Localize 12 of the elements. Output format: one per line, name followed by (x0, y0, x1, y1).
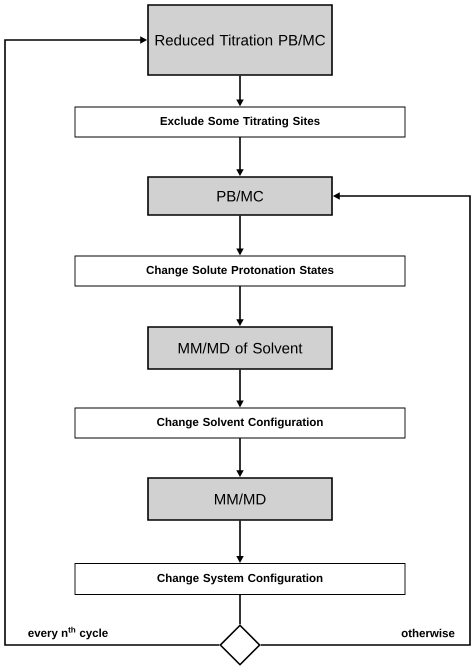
process-box: PB/MC (147, 176, 333, 216)
step-box: Change System Configuration (74, 563, 406, 595)
step-box: Exclude Some Titrating Sites (74, 106, 406, 138)
step-box: Change Solvent Configuration (74, 408, 406, 438)
process-box: MM/MD (147, 477, 333, 521)
edge-label: every n$^{th}$ cycle (28, 626, 108, 640)
loop-arrow (4, 36, 220, 646)
process-box: MM/MD of Solvent (147, 326, 333, 370)
edge-label: otherwise (402, 628, 454, 638)
process-box: Reduced Titration PB/MC (147, 4, 333, 76)
step-box: Change Solute Protonation States (74, 256, 406, 286)
connector-line (239, 594, 241, 624)
